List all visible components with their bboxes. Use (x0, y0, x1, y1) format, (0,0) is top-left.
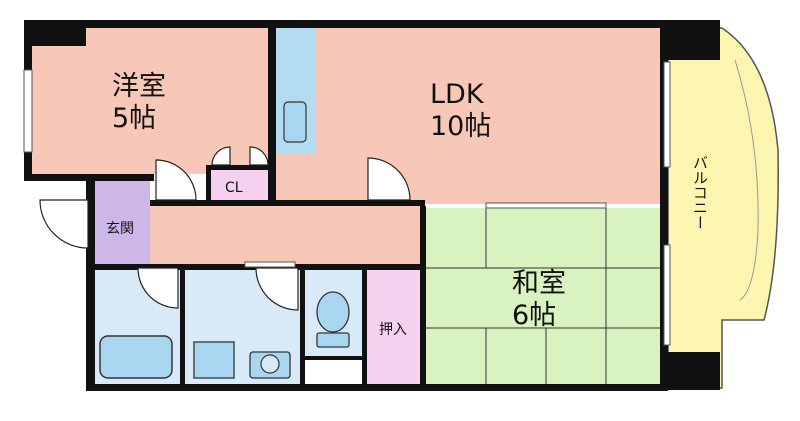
western-room-size: 5帖 (112, 103, 156, 134)
oshiire-label: 押入 (379, 322, 407, 338)
toilet-tank-icon (316, 332, 350, 348)
kitchen-sink-icon (283, 101, 307, 143)
windows (23, 61, 671, 346)
ldk-room (275, 26, 667, 204)
entrance (95, 180, 150, 264)
japanese-room-name: 和室 (512, 268, 566, 299)
toilet-bowl-icon (316, 291, 350, 333)
ldk-name: LDK (430, 79, 485, 110)
japanese-room-size: 6帖 (512, 300, 556, 331)
tatami-lines (425, 208, 667, 386)
western-room-name: 洋室 (112, 71, 166, 102)
balcony-inner-edge (734, 59, 759, 301)
balcony (667, 27, 779, 389)
ldk-size: 10帖 (430, 111, 491, 142)
closet-label: CL (225, 180, 243, 196)
closet (210, 168, 268, 204)
basin-bowl-icon (260, 354, 280, 374)
balcony-label: バルコニー (691, 155, 709, 230)
oshiire (366, 266, 424, 386)
door-swings (39, 146, 411, 311)
bathtub-icon (99, 335, 173, 379)
entrance-label: 玄関 (106, 220, 134, 237)
washing-machine-icon (193, 341, 235, 379)
fixtures (99, 101, 350, 379)
